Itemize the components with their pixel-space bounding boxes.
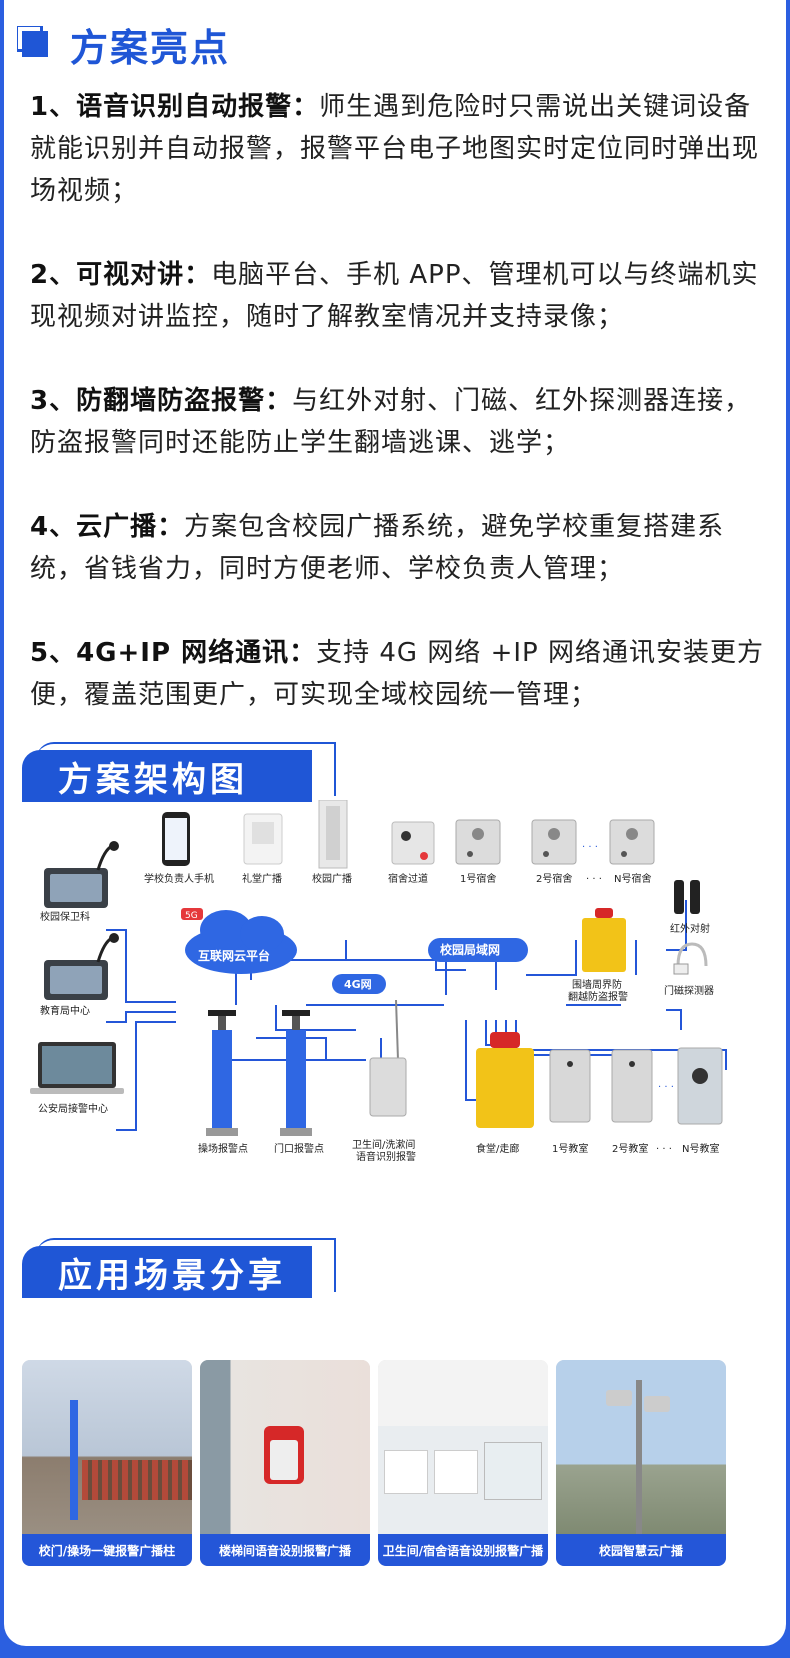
classn-device [677,1047,723,1125]
fiveg-badge [181,908,203,920]
highlight-body: 与红外对射、门磁、红外探测器连接，防盗报警同时还能防止学生翻墙逃课、逃学； [30,386,752,458]
fourg-badge [332,974,386,994]
cloud-icon [185,910,297,974]
highlights-title: 方案亮点 [70,25,231,70]
label-class1: 1号教室 [552,1142,588,1155]
scene-card-gate: 校门/操场一键报警广播柱 [22,1360,192,1566]
magnet-sensor [673,942,708,975]
highlight-head: 5、4G+IP 网络通讯： [30,638,317,668]
label-dormn: N号宿舍 [614,872,651,885]
label-hall: 礼堂广播 [242,872,282,885]
label-gate: 门口报警点 [274,1142,324,1155]
scene-caption: 卫生间/宿舍语音设别报警广播 [378,1534,548,1566]
highlight-body: 支持 4G 网络 +IP 网络通讯安装更方便，覆盖范围更广，可实现全域校园统一管… [30,638,764,710]
scene-photo [556,1360,726,1534]
label-police: 公安局接警中心 [38,1102,108,1115]
label-class2: 2号教室 [612,1142,648,1155]
scene-caption: 校门/操场一键报警广播柱 [22,1534,192,1566]
highlights-header: 方案亮点 [22,14,230,74]
scenes-title: 应用场景分享 [58,1256,286,1296]
label-campus-bc: 校园广播 [312,872,352,885]
dorm1-device [455,819,501,865]
gate-pillar [280,1010,312,1136]
class2-device [611,1049,653,1123]
scene-photo [22,1360,192,1534]
guard-terminal [44,841,119,908]
dormn-device [609,819,655,865]
corridor-device [391,821,435,865]
label-wc1: 卫生间/洗漱间 [352,1138,415,1151]
highlight-head: 1、语音识别自动报警： [30,92,320,122]
label-5g: 5G [185,911,198,921]
scene-photo [378,1360,548,1534]
square-icon [22,31,48,57]
dorm2-device [531,819,577,865]
highlight-item-5: 5、4G+IP 网络通讯：支持 4G 网络 +IP 网络通讯安装更方便，覆盖范围… [30,632,770,716]
label-play: 操场报警点 [198,1142,248,1155]
label-guard: 校园保卫科 [40,910,90,923]
playground-pillar [206,1010,238,1136]
highlight-item-2: 2、可视对讲：电脑平台、手机 APP、管理机可以与终端机实现视频对讲监控，随时了… [30,254,770,338]
wc-device [369,999,407,1117]
label-wc2: 语音识别报警 [356,1150,416,1163]
infrared-sensor [674,880,700,914]
hall-speaker [243,813,283,865]
column-speaker [318,799,348,869]
architecture-banner: 方案架构图 [22,742,336,802]
canteen-device [476,1032,534,1128]
highlight-head: 3、防翻墙防盗报警： [30,386,293,416]
label-cloud: 互联网云平台 [198,948,270,963]
architecture-diagram: 校园保卫科 教育局中心 公安局接警中心 学校负责人手机 5G 礼堂广播 [26,799,770,1220]
scene-caption: 校园智慧云广播 [556,1534,726,1566]
scenes-banner: 应用场景分享 [22,1238,336,1298]
dots-dorm-label: · · · [586,874,602,885]
architecture-title: 方案架构图 [58,760,248,800]
highlight-body: 方案包含校园广播系统，避免学校重复搭建系统，省钱省力，同时方便老师、学校负责人管… [30,512,725,584]
dots-class: · · · [658,1082,674,1093]
label-4g: 4G网 [344,978,372,991]
wall-alarm-device [582,908,626,972]
label-wall2: 翻越防盗报警 [568,990,628,1003]
label-canteen: 食堂/走廊 [476,1142,519,1155]
architecture-svg: 校园保卫科 教育局中心 公安局接警中心 学校负责人手机 5G 礼堂广播 [30,799,727,1163]
highlights-list: 1、语音识别自动报警：师生遇到危险时只需说出关键词设备就能识别并自动报警，报警平… [30,86,770,758]
label-dorm2: 2号宿舍 [536,872,572,885]
label-magnet: 门磁探测器 [664,984,714,997]
highlight-item-1: 1、语音识别自动报警：师生遇到危险时只需说出关键词设备就能识别并自动报警，报警平… [30,86,770,212]
label-infrared: 红外对射 [670,922,710,935]
highlight-item-4: 4、云广播：方案包含校园广播系统，避免学校重复搭建系统，省钱省力，同时方便老师、… [30,506,770,590]
phone-icon [162,812,190,866]
label-corridor: 宿舍过道 [388,872,428,885]
label-phone: 学校负责人手机 [144,872,214,885]
scene-card-dorm: 卫生间/宿舍语音设别报警广播 [378,1360,548,1566]
scene-caption: 楼梯间语音设别报警广播 [200,1534,370,1566]
dots-class-label: · · · [656,1144,672,1155]
highlight-head: 4、云广播： [30,512,185,542]
label-edu: 教育局中心 [40,1004,90,1017]
lan-badge [428,938,528,962]
scene-photo [200,1360,370,1534]
label-lan: 校园局域网 [440,942,500,957]
scene-card-broadcast: 校园智慧云广播 [556,1360,726,1566]
dots-dorm: · · · [582,842,598,853]
police-laptop [30,1042,124,1094]
label-dorm1: 1号宿舍 [460,872,496,885]
highlight-body: 师生遇到危险时只需说出关键词设备就能识别并自动报警，报警平台电子地图实时定位同时… [30,92,760,206]
highlight-head: 2、可视对讲： [30,260,212,290]
highlight-body: 电脑平台、手机 APP、管理机可以与终端机实现视频对讲监控，随时了解教室情况并支… [30,260,759,332]
scene-cards: 校门/操场一键报警广播柱 楼梯间语音设别报警广播 卫生间/宿舍语音设别报警广播 … [22,1360,774,1566]
highlight-item-3: 3、防翻墙防盗报警：与红外对射、门磁、红外探测器连接，防盗报警同时还能防止学生翻… [30,380,770,464]
label-wall1: 围墙周界防 [572,978,622,991]
class1-device [549,1049,591,1123]
label-classn: N号教室 [682,1142,719,1155]
edu-terminal [44,933,119,1000]
scene-card-stairs: 楼梯间语音设别报警广播 [200,1360,370,1566]
